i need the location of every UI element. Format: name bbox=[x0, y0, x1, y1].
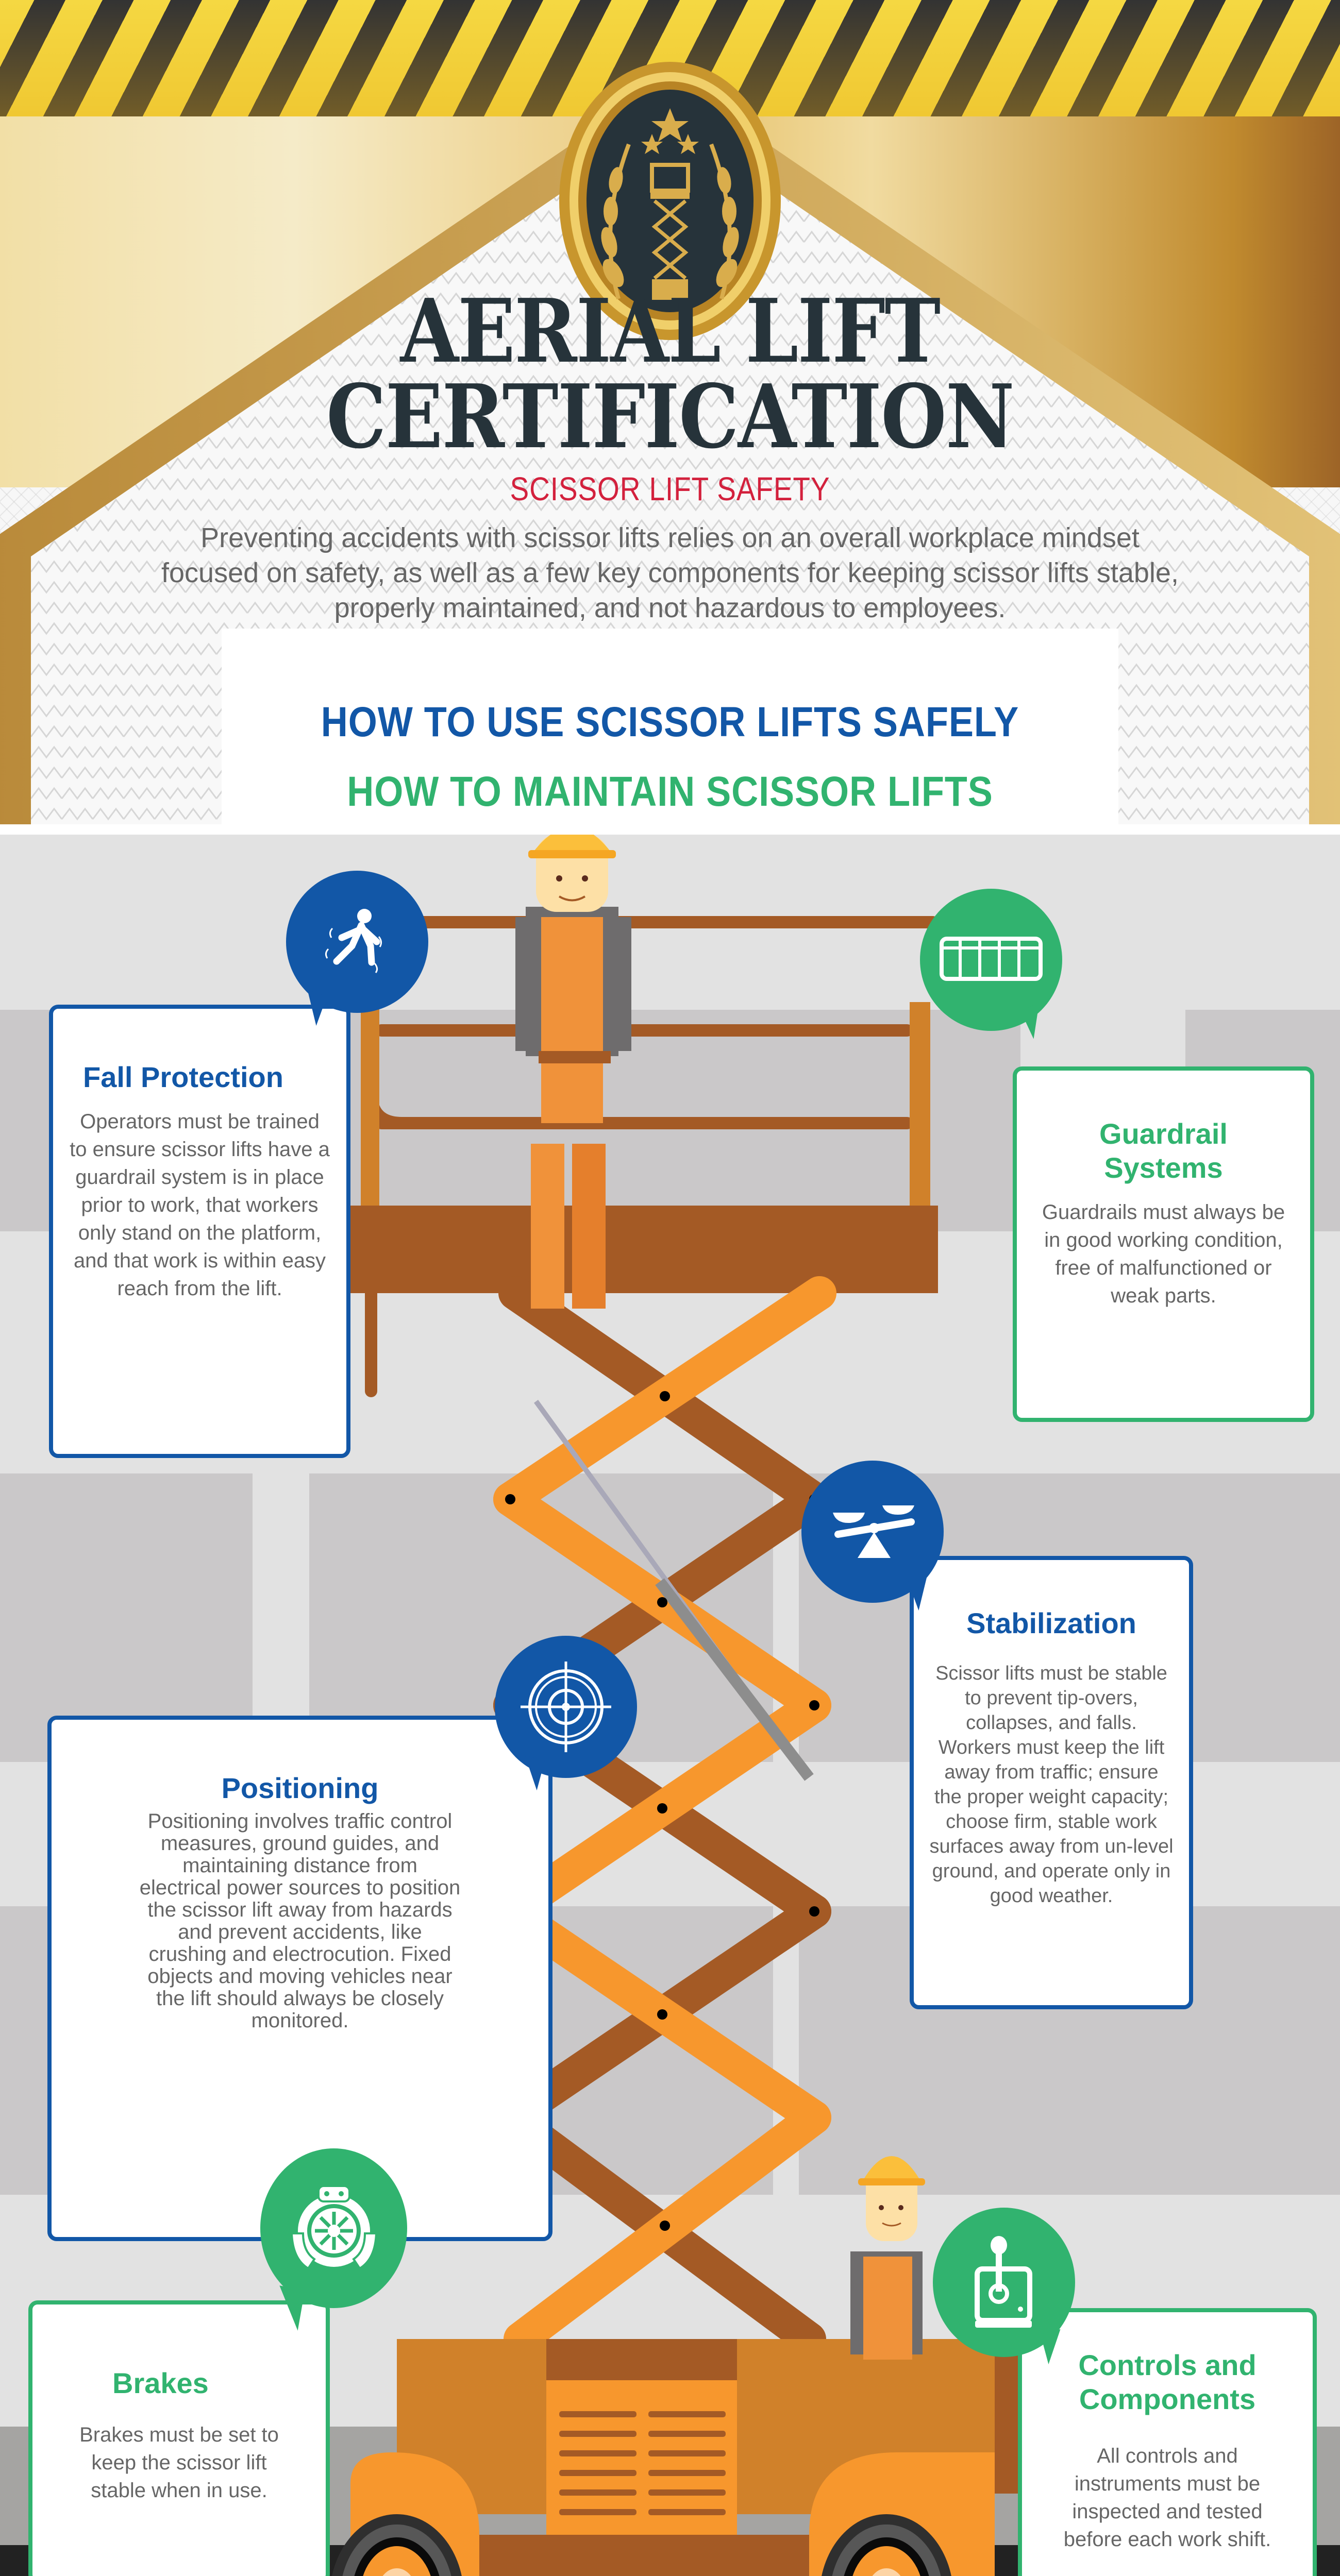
tip-title: Stabilization bbox=[966, 1607, 1136, 1639]
tip-title: Controls and Components bbox=[1078, 2349, 1257, 2415]
fall-protection-bubble bbox=[286, 871, 428, 1026]
tip-title: Brakes bbox=[112, 2367, 209, 2399]
headline-panel bbox=[222, 629, 1118, 824]
tip-body: Operators must be trained to ensure scis… bbox=[70, 1110, 330, 1300]
brakes-bubble bbox=[260, 2148, 407, 2331]
tip-card-positioning: Positioning Positioning involves traffic… bbox=[47, 1716, 552, 2241]
tip-body: Brakes must be set to keep the scissor l… bbox=[79, 2424, 279, 2502]
worker-on-platform bbox=[515, 835, 631, 1309]
guardrail-bubble bbox=[920, 889, 1062, 1039]
controls-bubble bbox=[933, 2208, 1075, 2365]
tip-body: Guardrails must always be in good workin… bbox=[1042, 1201, 1285, 1307]
tip-title: Positioning bbox=[221, 1772, 379, 1804]
tip-card-controls-components: Controls and Components All controls and… bbox=[1018, 2308, 1317, 2576]
tip-body: Scissor lifts must be stable to prevent … bbox=[929, 1663, 1174, 1907]
falling-person-icon bbox=[325, 909, 382, 973]
joystick-control-icon bbox=[975, 2236, 1032, 2328]
scissor-lift-scene: Fall Protection Operators must be traine… bbox=[0, 835, 1340, 2576]
tip-card-stabilization: Stabilization Scissor lifts must be stab… bbox=[910, 1556, 1193, 2009]
positioning-bubble bbox=[495, 1636, 637, 1791]
worker-at-base bbox=[850, 2156, 925, 2360]
brake-disc-icon bbox=[290, 2185, 377, 2270]
headline-maintain: HOW TO MAINTAIN SCISSOR LIFTS bbox=[347, 768, 993, 815]
main-title: AERIAL LIFT CERTIFICATION bbox=[0, 280, 1340, 468]
subtitle: SCISSOR LIFT SAFETY bbox=[510, 470, 830, 507]
tip-card-guardrail-systems: Guardrail Systems Guardrails must always… bbox=[1013, 1066, 1314, 1422]
balance-seesaw-icon bbox=[833, 1505, 915, 1558]
building-window bbox=[0, 1473, 253, 1762]
tip-title: Fall Protection bbox=[83, 1061, 283, 1093]
crosshair-target-icon bbox=[521, 1662, 611, 1752]
intro-paragraph: Preventing accidents with scissor lifts … bbox=[161, 522, 1179, 623]
guardrail-icon bbox=[940, 937, 1043, 981]
title-line-1: AERIAL LIFT bbox=[400, 280, 941, 383]
wheel bbox=[332, 2514, 462, 2576]
laurel-badge-icon bbox=[559, 62, 781, 340]
stabilization-bubble bbox=[801, 1461, 944, 1611]
tip-card-fall-protection: Fall Protection Operators must be traine… bbox=[49, 1005, 350, 1458]
tip-body: All controls and instruments must be ins… bbox=[1063, 2445, 1271, 2551]
tip-card-brakes: Brakes Brakes must be set to keep the sc… bbox=[28, 2300, 330, 2576]
title-line-2: CERTIFICATION bbox=[326, 365, 1014, 468]
tip-body: Positioning involves traffic control mea… bbox=[139, 1810, 461, 2032]
headline-use-safely: HOW TO USE SCISSOR LIFTS SAFELY bbox=[321, 699, 1019, 745]
wheel bbox=[822, 2514, 951, 2576]
tip-title: Guardrail Systems bbox=[1099, 1117, 1228, 1184]
